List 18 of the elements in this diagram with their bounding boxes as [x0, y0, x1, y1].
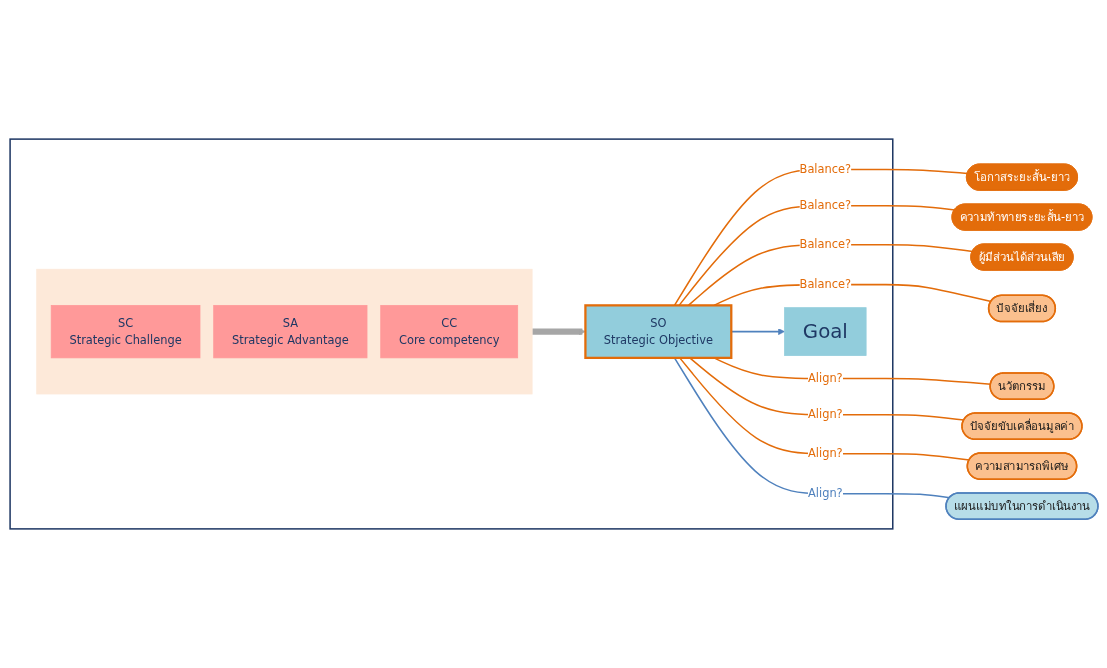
edge-label: Balance?	[799, 198, 851, 213]
cluster	[8, 138, 894, 530]
edge-label: Balance?	[799, 162, 851, 177]
node-box: SC Strategic Challenge	[50, 305, 200, 359]
node-box: SO Strategic Objective	[583, 304, 732, 359]
edge-label: Align?	[807, 486, 843, 501]
connector	[678, 357, 970, 461]
cluster	[35, 268, 533, 395]
edge-label: Balance?	[799, 237, 851, 252]
node-box: Goal	[783, 307, 866, 356]
connector	[688, 357, 965, 421]
node-box: SA Strategic Advantage	[212, 305, 367, 359]
edge-label: Align?	[807, 446, 843, 461]
edge-label: Align?	[807, 407, 843, 422]
edge-label: Balance?	[799, 277, 851, 292]
edge-label: Align?	[807, 371, 843, 386]
node-box: CC Core competency	[379, 305, 518, 359]
arrow	[730, 328, 785, 335]
